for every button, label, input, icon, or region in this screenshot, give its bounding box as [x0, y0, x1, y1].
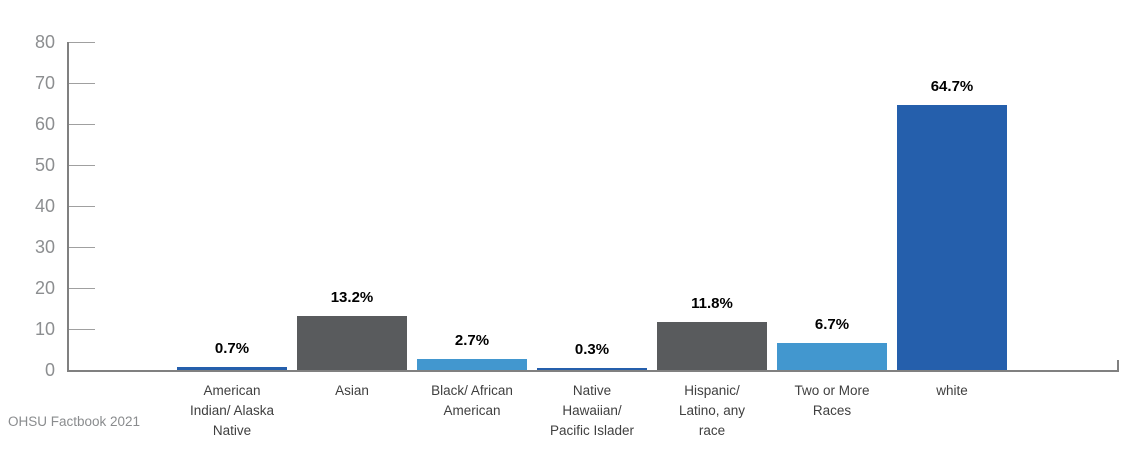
category-label-line: American — [203, 383, 261, 398]
bar-asian — [297, 316, 407, 370]
category-label-line: race — [698, 423, 726, 438]
y-tick-line — [69, 247, 95, 248]
bar-white — [897, 105, 1007, 370]
y-tick-label: 10 — [34, 319, 55, 339]
y-axis-line — [67, 42, 69, 372]
y-tick-label: 60 — [34, 114, 55, 134]
value-label-two-or-more-races: 6.7% — [814, 316, 850, 333]
x-axis-end-tick — [1117, 360, 1119, 370]
x-axis-line — [67, 370, 1119, 372]
category-label-hispanic-latino-any-race: Hispanic/Latino, any race — [647, 381, 777, 441]
y-tick-line — [69, 124, 95, 125]
bar-two-or-more-races — [777, 343, 887, 370]
value-label-black-african-american: 2.7% — [454, 332, 490, 349]
value-label-white: 64.7% — [930, 78, 974, 95]
y-tick-line — [69, 288, 95, 289]
category-label-line: Two or More — [794, 383, 870, 398]
category-label-line: Pacific Islader — [549, 423, 635, 438]
y-tick-label: 80 — [34, 32, 55, 52]
category-label-line: Asian — [335, 383, 369, 398]
category-label-line: Latino, any — [678, 403, 746, 418]
bar-american-indian-alaska-native — [177, 367, 287, 370]
y-tick-line — [69, 206, 95, 207]
y-tick-label: 40 — [34, 196, 55, 216]
value-label-asian: 13.2% — [330, 289, 374, 306]
y-tick-label: 70 — [34, 73, 55, 93]
category-label-white: white — [887, 381, 1017, 401]
y-tick-label: 0 — [44, 360, 55, 380]
y-tick-label: 20 — [34, 278, 55, 298]
y-tick-line — [69, 165, 95, 166]
category-label-line: Native — [212, 423, 252, 438]
category-label-line: white — [936, 383, 968, 398]
category-label-asian: Asian — [287, 381, 417, 401]
value-label-american-indian-alaska-native: 0.7% — [214, 340, 250, 357]
y-tick-line — [69, 83, 95, 84]
bar-black-african-american — [417, 359, 527, 370]
category-label-line: Hawaiian/ — [562, 403, 622, 418]
y-tick-line — [69, 42, 95, 43]
category-label-line: Indian/ Alaska — [189, 403, 275, 418]
bar-native-hawaiian-pacific-islader — [537, 368, 647, 370]
category-label-line: American — [443, 403, 501, 418]
value-label-native-hawaiian-pacific-islader: 0.3% — [574, 341, 610, 358]
bar-hispanic-latino-any-race — [657, 322, 767, 370]
source-caption: OHSU Factbook 2021 — [8, 414, 141, 429]
category-label-line: Races — [812, 403, 852, 418]
y-tick-label: 30 — [34, 237, 55, 257]
category-label-line: Hispanic/ — [684, 383, 740, 398]
category-label-line: Native — [572, 383, 612, 398]
category-label-line: Black/ African — [431, 383, 513, 398]
y-tick-line — [69, 329, 95, 330]
y-tick-label: 50 — [34, 155, 55, 175]
value-label-hispanic-latino-any-race: 11.8% — [691, 295, 733, 312]
